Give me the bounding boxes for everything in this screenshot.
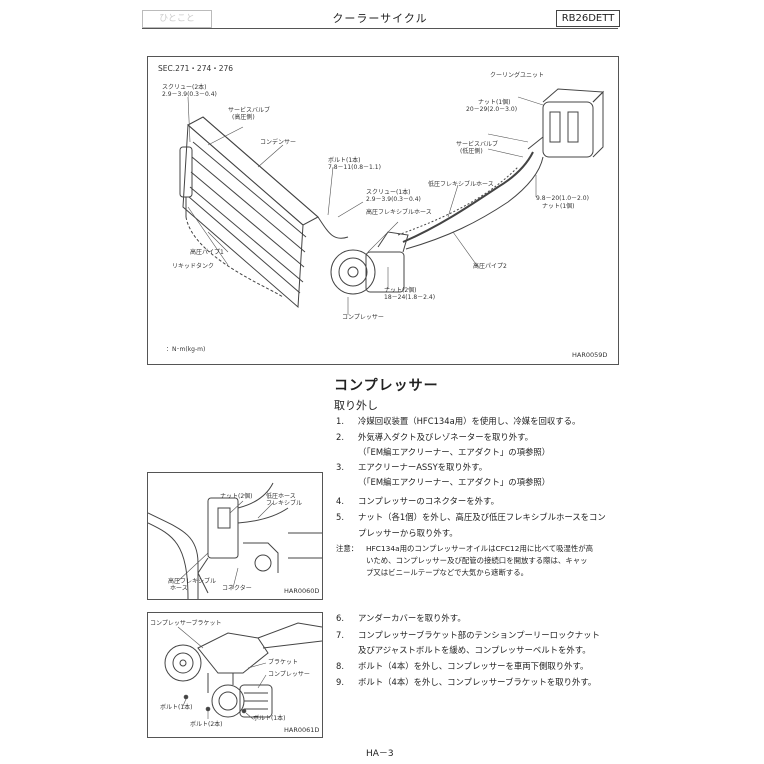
label-lp-hose-a: 低圧ホース [266,493,296,500]
header-tab: ひとこと [142,10,212,28]
label-unit-legend: ：N･m(kg-m) [166,346,206,353]
label-hp-flex-hose: 高圧フレキシブルホース [366,209,432,216]
label-screw-2: スクリュー(2本) [162,84,207,91]
caution-label: 注意： [336,544,359,553]
page-title: クーラーサイクル [332,12,428,25]
label-cooling-unit: クーリングユニット [490,72,545,79]
caution-line-3: プ又はビニールテープなどで大気から遮断する。 [366,568,529,577]
label-hp-pipe-2: 高圧パイプ2 [473,263,507,270]
label-nut-1: ナット(1個) [478,99,511,106]
label-nut-3-torque: 18－24(1.8－2.4) [384,294,436,301]
label-nut-2: ナット(1個) [542,203,575,210]
label-service-valve-lp-sub: (低圧側) [460,148,483,155]
figure-cooler-cycle: SEC.271・274・276 スクリュー(2本) 2.9－3.9(0.3－0.… [147,56,619,365]
hoses-drawing [148,482,322,599]
engine-code: RB26DETT [556,10,620,27]
label-hp-hose-a: 高圧フレキシブル [168,578,217,585]
figure-id-bottom: HAR0061D [284,726,320,734]
label-nut-1-torque: 20－29(2.0－3.0) [466,106,518,113]
label-service-valve-lp: サービスバルブ [456,141,499,148]
section-title: コンプレッサー [334,378,439,394]
label-bolt-1: ボルト(1本) [328,157,361,164]
label-service-valve-hp: サービスバルブ [228,107,271,114]
label-nut-2-torque: 9.8－20(1.0－2.0) [536,195,589,202]
figure-id: HAR0059D [572,351,608,359]
figure-id-mid: HAR0060D [284,587,320,595]
label-screw-1-torque: 2.9－3.9(0.3－0.4) [366,196,421,203]
cycle-diagram-drawing [179,88,605,315]
label-nut-3: ナット(2個) [384,287,417,294]
label-hp-hose-b: ホース [170,585,188,592]
label-compressor-bottom: コンプレッサー [268,671,310,678]
label-bolt-1a: ボルト(1本) [160,704,193,711]
figure-compressor-bracket: コンプレッサーブラケット ブラケット コンプレッサー ボルト(1本) ボルト(2… [147,612,323,738]
label-liquid-tank: リキッドタンク [172,263,215,270]
label-lp-flex-hose: 低圧フレキシブルホース [428,181,494,188]
label-compressor-bracket: コンプレッサーブラケット [150,620,222,627]
sec-label: SEC.271・274・276 [158,64,234,73]
label-bolt-1-torque: 7.8－11(0.8－1.1) [328,164,381,171]
label-bracket: ブラケット [268,659,299,666]
caution-line-2: いため、コンプレッサー及び配管の接続口を開放する際は、キャッ [366,556,588,565]
label-screw-2-torque: 2.9－3.9(0.3－0.4) [162,91,217,98]
label-condenser: コンデンサー [260,139,297,146]
caution-line-1: HFC134a用のコンプレッサーオイルはCFC12用に比べて吸湿性が高 [366,544,594,553]
label-screw-1: スクリュー(1本) [366,189,411,196]
label-bolt-2: ボルト(2本) [190,721,223,728]
label-hp-pipe-1: 高圧パイプ1 [190,249,224,256]
label-lp-hose-b: フレキシブル [266,500,303,507]
label-connector: コネクター [222,585,252,592]
label-bolt-1b: ボルト(1本) [253,715,286,722]
bracket-drawing [164,622,322,720]
label-nut-2-mid: ナット(2個) [220,493,253,500]
label-compressor: コンプレッサー [342,314,384,321]
label-service-valve-hp-sub: (高圧側) [232,114,255,121]
header-rule [142,28,618,29]
page-number: HA－3 [366,749,394,759]
figure-compressor-hoses: ナット(2個) 低圧ホース フレキシブル 高圧フレキシブル ホース コネクター … [147,472,323,600]
section-subtitle: 取り外し [334,399,378,412]
